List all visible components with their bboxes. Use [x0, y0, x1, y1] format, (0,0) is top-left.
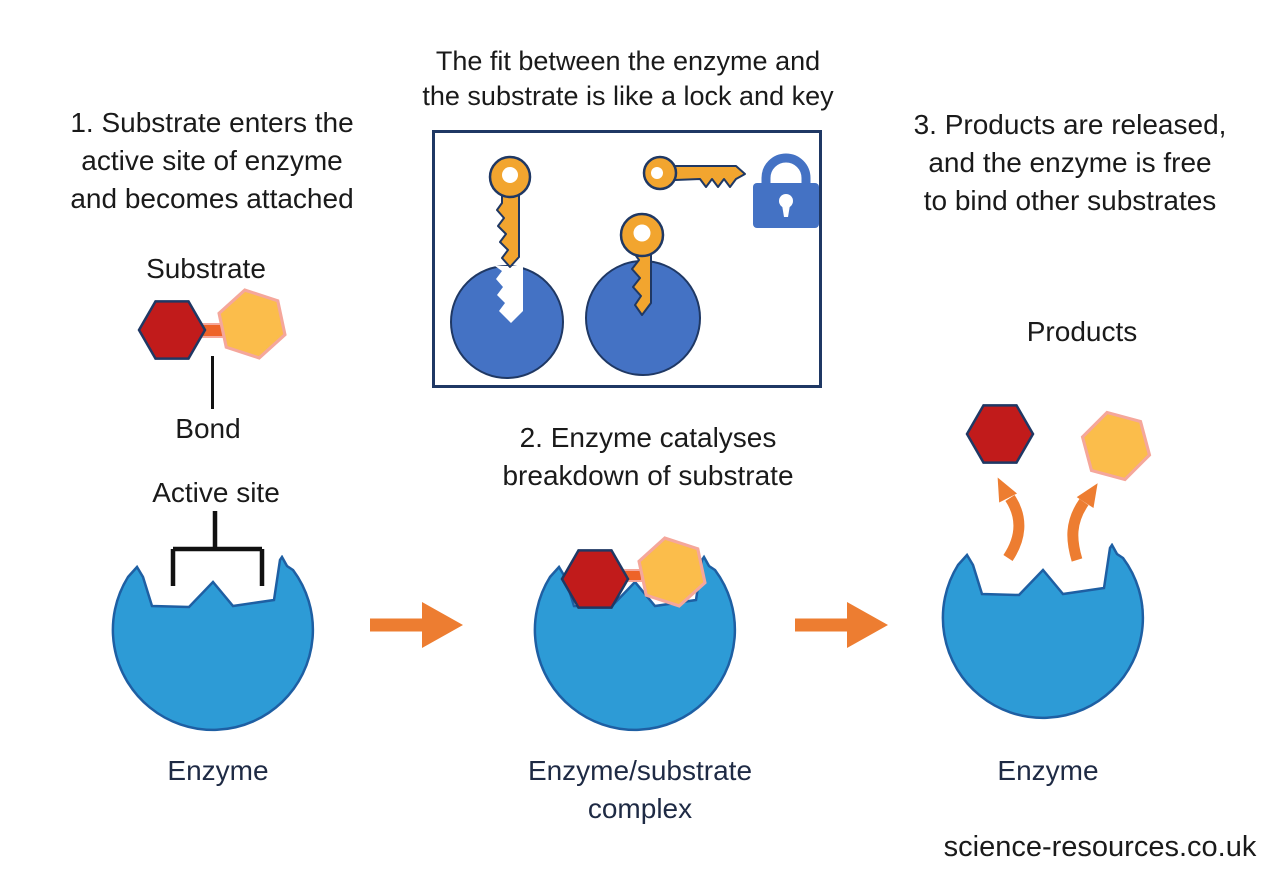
substrate-molecule [137, 287, 296, 365]
substrate-label: Substrate [146, 253, 266, 284]
lock-key-box [432, 130, 822, 388]
right-arrow-icon [370, 602, 463, 648]
watermark: science-resources.co.uk [943, 831, 1257, 863]
active-site-bracket [170, 511, 265, 586]
enzyme-shape-icon [941, 543, 1145, 720]
curved-up-arrow-icon [997, 477, 1025, 562]
product-red-hexagon [965, 404, 1035, 464]
substrate-orange-hexagon [208, 287, 296, 365]
enzyme-substrate-complex [533, 531, 737, 732]
products-label: Products [1026, 316, 1138, 347]
enzyme-complex-label: Enzyme/substrate complex [527, 755, 753, 824]
key-icon [619, 212, 665, 316]
bond-label: Bond [175, 413, 241, 444]
step1-text: 1. Substrate enters the active site of e… [70, 107, 354, 214]
lock-key-caption: The fit between the enzyme and the subst… [422, 46, 834, 111]
step2-text: 2. Enzyme catalyses breakdown of substra… [502, 422, 794, 491]
key-icon [642, 155, 746, 191]
substrate-red-hexagon [137, 300, 207, 360]
keyhole-notch [495, 266, 523, 323]
active-site-label: Active site [152, 477, 280, 508]
keyhole-icon [779, 194, 793, 208]
step3-text: 3. Products are released, and the enzyme… [913, 109, 1227, 216]
curved-up-arrow-icon [1067, 483, 1098, 562]
padlock-icon [753, 153, 819, 228]
right-arrow-icon [795, 602, 888, 648]
enzyme-left-label: Enzyme [167, 755, 269, 786]
lock-key-illustration [450, 153, 819, 379]
bond-pointer-line [211, 356, 214, 409]
released-products [965, 404, 1159, 562]
enzyme-shape-icon [111, 555, 315, 732]
key-icon [488, 155, 532, 268]
product-orange-hexagon [1073, 406, 1159, 486]
lock-circle-icon [450, 265, 564, 379]
enzyme-right-label: Enzyme [997, 755, 1099, 786]
